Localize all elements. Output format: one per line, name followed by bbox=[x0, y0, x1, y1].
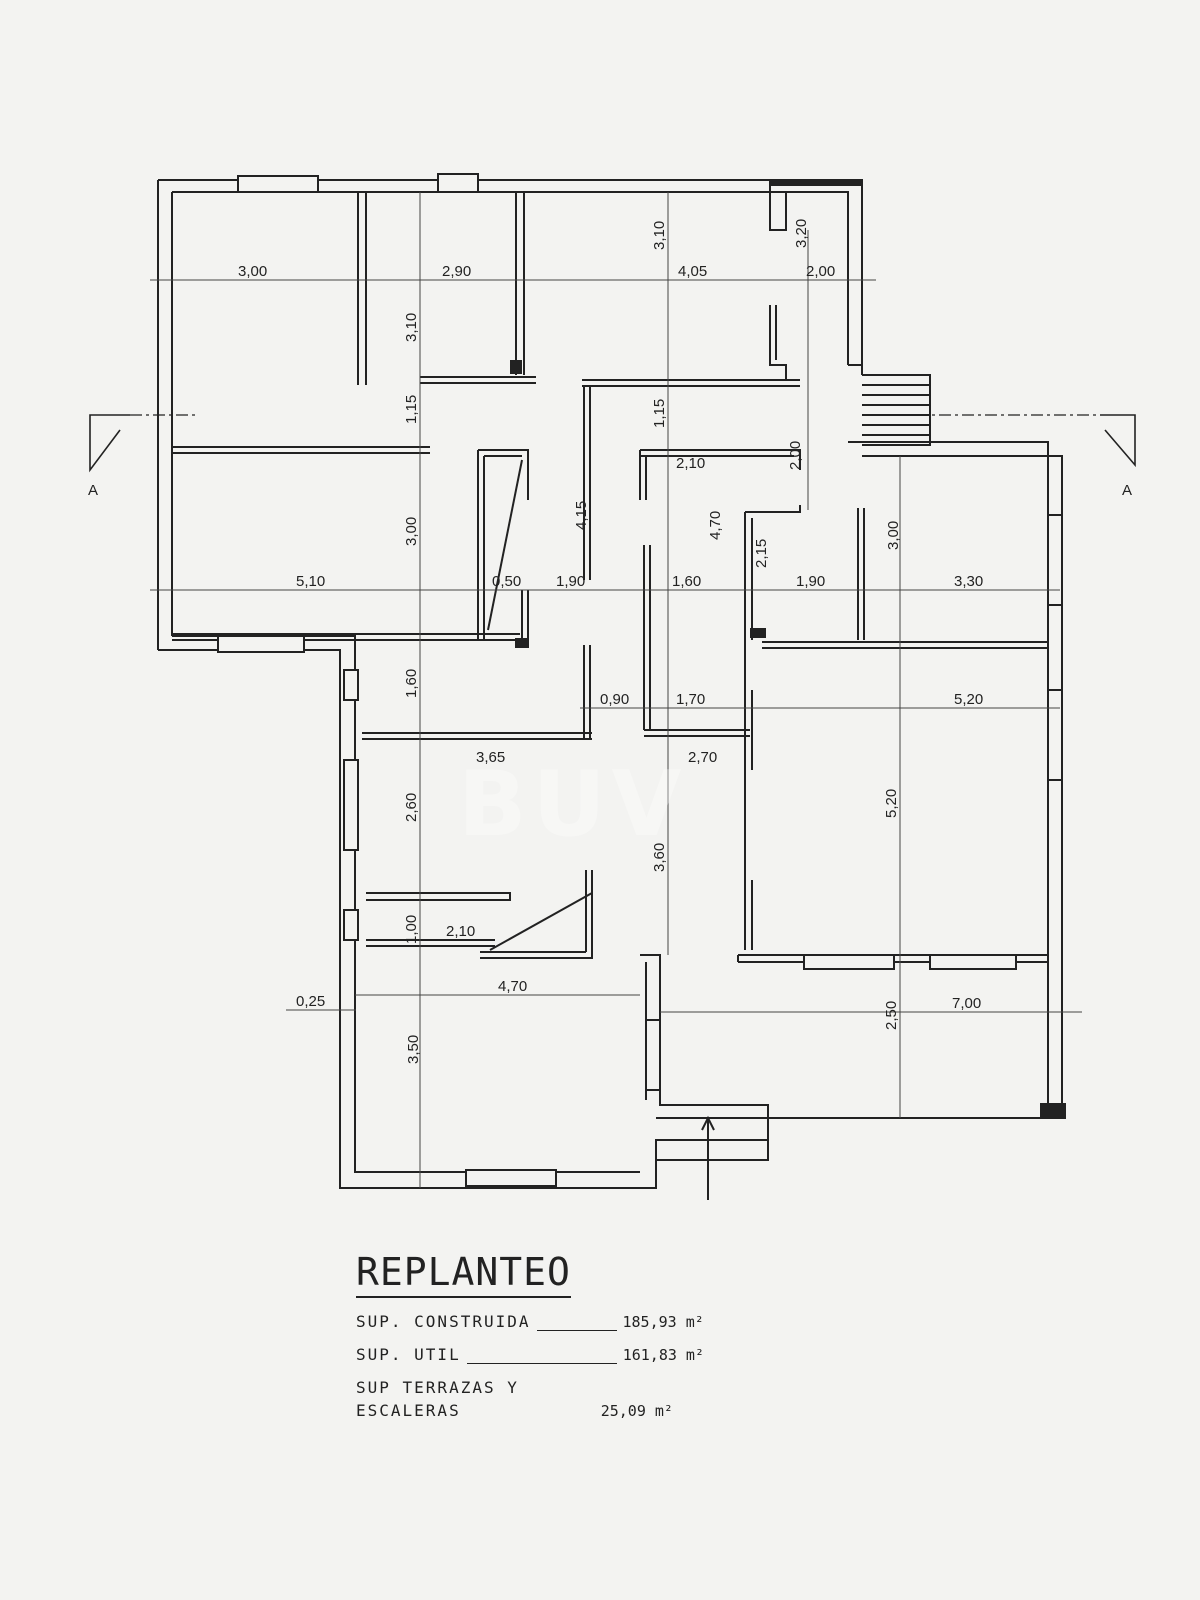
dimension-label: 3,00 bbox=[885, 521, 902, 550]
legend: REPLANTEO SUP. CONSTRUIDA 185,93 m² SUP.… bbox=[356, 1250, 876, 1420]
dimension-labels: 3,00 2,90 3,10 4,05 3,20 2,00 3,10 1,15 1,15 2,10… bbox=[238, 219, 983, 1064]
dimension-label: 3,60 bbox=[651, 843, 668, 872]
walls bbox=[157, 179, 1063, 1200]
dimension-label: 1,90 bbox=[556, 573, 585, 590]
dimension-label: 1,15 bbox=[651, 399, 668, 428]
watermark: BUV bbox=[458, 752, 687, 857]
dimension-label: 5,10 bbox=[296, 573, 325, 590]
dimension-label: 3,30 bbox=[954, 573, 983, 590]
dimension-label: 3,20 bbox=[793, 219, 810, 248]
legend-label: SUP TERRAZAS Y bbox=[356, 1378, 519, 1397]
dimension-label: 1,60 bbox=[403, 669, 420, 698]
dimension-lines bbox=[150, 192, 1082, 1188]
dimension-label: 4,15 bbox=[573, 501, 590, 530]
legend-value: 25,09 m² bbox=[600, 1402, 673, 1420]
pillars bbox=[510, 180, 1066, 1119]
section-arrows bbox=[89, 414, 1136, 473]
leader-line bbox=[536, 1320, 617, 1331]
leader-line bbox=[466, 1353, 617, 1364]
dimension-label: 2,70 bbox=[688, 749, 717, 766]
dimension-label: 4,70 bbox=[498, 978, 527, 995]
legend-row-useful: SUP. UTIL 161,83 m² bbox=[356, 1345, 876, 1364]
dimension-label: 0,25 bbox=[296, 993, 325, 1010]
legend-row-built: SUP. CONSTRUIDA 185,93 m² bbox=[356, 1312, 876, 1331]
dimension-label: 2,90 bbox=[442, 263, 471, 280]
legend-row-terraces: SUP TERRAZAS Y ESCALERAS 25,09 m² bbox=[356, 1378, 876, 1420]
dimension-label: 2,15 bbox=[753, 539, 770, 568]
legend-label: SUP. UTIL bbox=[356, 1345, 461, 1364]
dimension-label: 3,50 bbox=[405, 1035, 422, 1064]
dimension-label: 1,90 bbox=[796, 573, 825, 590]
legend-value: 161,83 m² bbox=[622, 1346, 704, 1364]
section-mark-left: A bbox=[88, 482, 98, 499]
dimension-label: 2,50 bbox=[883, 1001, 900, 1030]
dimension-label: 1,00 bbox=[403, 915, 420, 944]
section-mark-right: A bbox=[1122, 482, 1132, 499]
dimension-label: 7,00 bbox=[952, 995, 981, 1012]
dimension-label: 0,90 bbox=[600, 691, 629, 708]
dimension-label: 5,20 bbox=[883, 789, 900, 818]
dimension-label: 2,10 bbox=[446, 923, 475, 940]
dimension-label: 2,00 bbox=[787, 441, 804, 470]
legend-value: 185,93 m² bbox=[622, 1313, 704, 1331]
legend-label: ESCALERAS bbox=[356, 1401, 461, 1420]
dimension-label: 3,00 bbox=[238, 263, 267, 280]
dimension-label: 2,00 bbox=[806, 263, 835, 280]
legend-title: REPLANTEO bbox=[356, 1250, 571, 1298]
dimension-label: 0,50 bbox=[492, 573, 521, 590]
legend-row-terraces-line2: ESCALERAS 25,09 m² bbox=[356, 1401, 876, 1420]
dimension-label: 4,05 bbox=[678, 263, 707, 280]
dimension-label: 1,15 bbox=[403, 395, 420, 424]
legend-label: SUP. CONSTRUIDA bbox=[356, 1312, 531, 1331]
dimension-label: 3,10 bbox=[651, 221, 668, 250]
dimension-label: 2,10 bbox=[676, 455, 705, 472]
dimension-label: 3,65 bbox=[476, 749, 505, 766]
dimension-label: 3,10 bbox=[403, 313, 420, 342]
dimension-label: 2,60 bbox=[403, 793, 420, 822]
dimension-label: 1,70 bbox=[676, 691, 705, 708]
dimension-label: 4,70 bbox=[707, 511, 724, 540]
dimension-label: 1,60 bbox=[672, 573, 701, 590]
dimension-label: 3,00 bbox=[403, 517, 420, 546]
windows bbox=[217, 173, 1063, 1187]
dimension-label: 5,20 bbox=[954, 691, 983, 708]
